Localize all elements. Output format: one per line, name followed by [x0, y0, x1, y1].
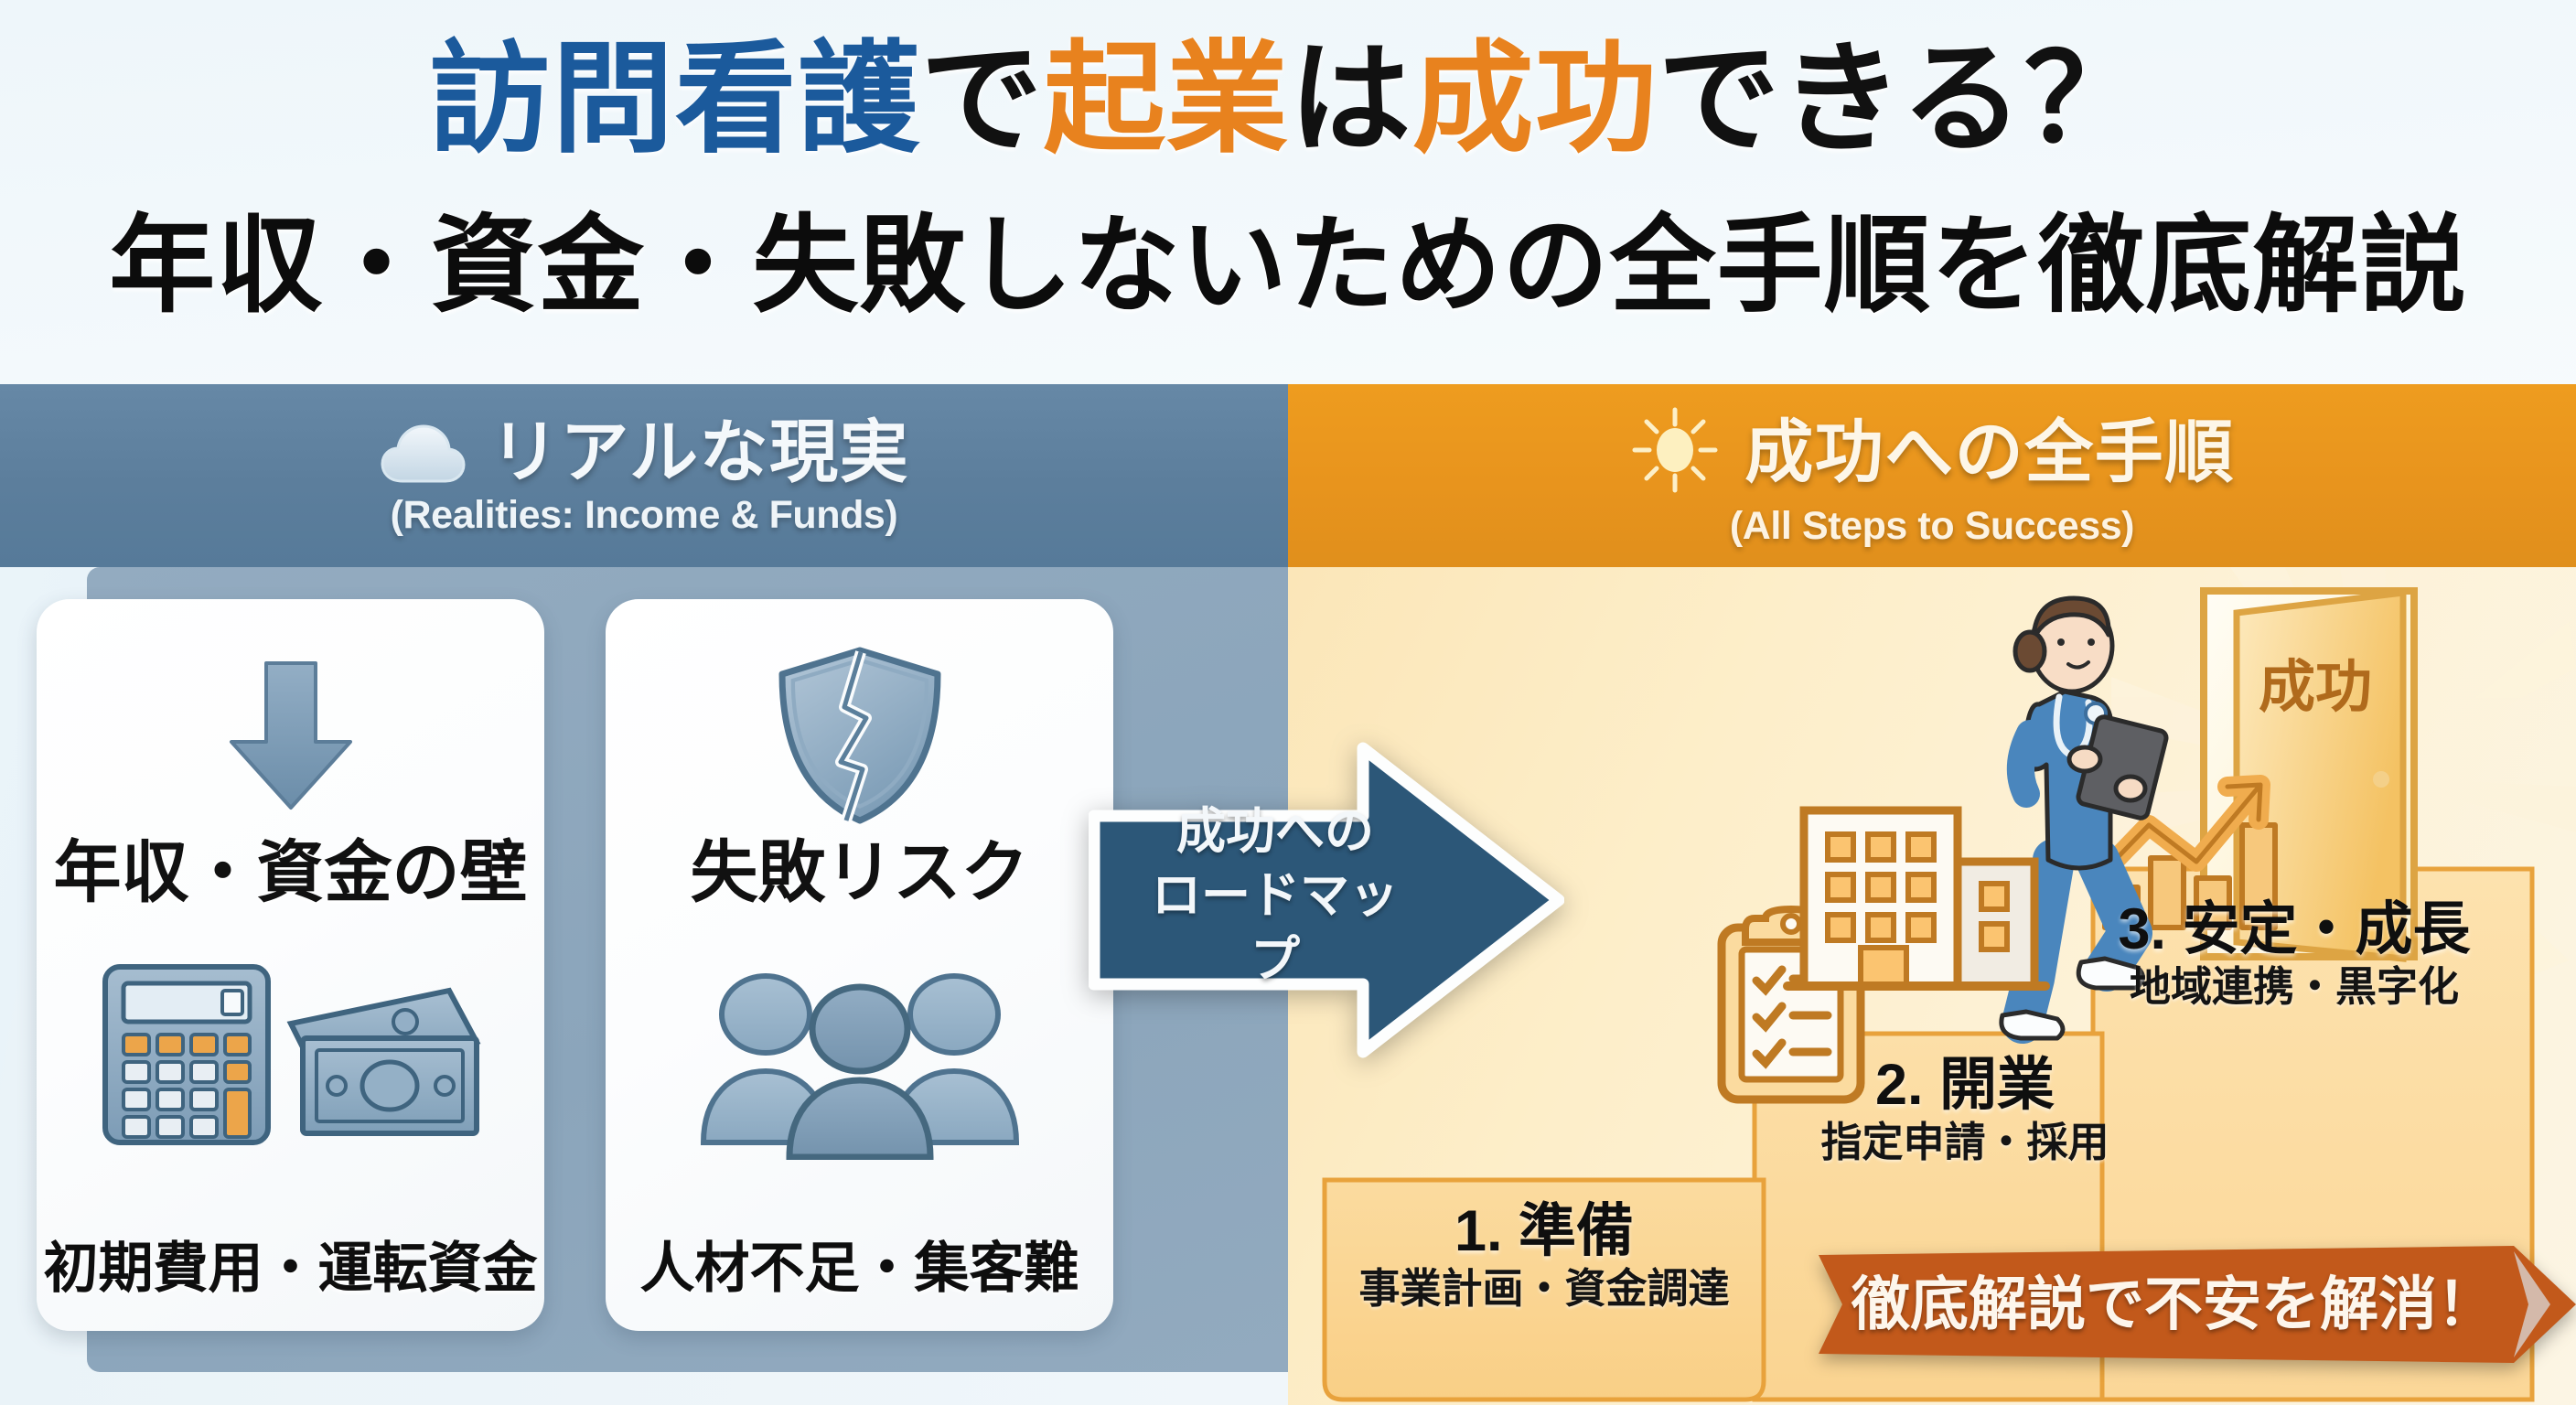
- nurse-with-tablet-icon: [1999, 595, 2169, 1044]
- people-group-icon: [606, 963, 1113, 1160]
- card-1-subtitle: 初期費用・運転資金: [43, 1238, 538, 1299]
- cta-banner-text: 徹底解説で不安を解消！: [1852, 1271, 2496, 1337]
- title-seg-seikou: 成功: [1411, 32, 1658, 167]
- title-seg-dekiru: できる？: [1658, 32, 2148, 167]
- step-2-main: 2. 開業: [1874, 1053, 2055, 1117]
- title-seg-wa: は: [1289, 32, 1412, 167]
- cta-banner[interactable]: 徹底解説で不安を解消！: [1819, 1246, 2576, 1363]
- right-panel-header: 成功への全手順 (All Steps to Success): [1288, 384, 2576, 567]
- card-2-subtitle: 人材不足・集客難: [639, 1238, 1079, 1299]
- calculator-money-icon: [37, 958, 544, 1150]
- roadmap-line-1: 成功への: [1176, 804, 1374, 859]
- title-seg-houmonkango: 訪問看護: [428, 32, 921, 167]
- left-panel-body: 年収・資金の壁: [0, 567, 1288, 1405]
- right-header-subtitle: (All Steps to Success): [1729, 503, 2135, 548]
- step-2-sub: 指定申請・採用: [1820, 1119, 2109, 1165]
- roadmap-line-2: ロードマップ: [1152, 868, 1399, 987]
- title-block: 訪問看護で起業は成功できる？ 年収・資金・失敗しないための全手順を徹底解説: [0, 0, 2576, 384]
- step-3-main: 3. 安定・成長: [2118, 897, 2471, 961]
- title-seg-de: で: [920, 32, 1044, 167]
- broken-shield-icon: [606, 641, 1113, 829]
- card-2-title: 失敗リスク: [690, 834, 1029, 910]
- growth-bar-chart-icon: [2098, 775, 2278, 930]
- reality-card-risk[interactable]: 失敗リスク: [606, 599, 1113, 1331]
- cloud-icon: [379, 415, 467, 489]
- down-arrow-icon: [37, 647, 544, 820]
- step-1-label: 1. 準備 事業計画・資金調達: [1306, 1198, 1782, 1314]
- title-seg-kigyou: 起業: [1043, 32, 1290, 167]
- sun-icon: [1629, 404, 1721, 500]
- left-panel-header: リアルな現実 (Realities: Income & Funds): [0, 384, 1288, 567]
- open-door-icon: 成功: [2200, 587, 2418, 962]
- step-1-sub: 事業計画・資金調達: [1358, 1265, 1730, 1312]
- title-line-2: 年収・資金・失敗しないための全手順を徹底解説: [109, 206, 2467, 325]
- right-header-title: 成功への全手順: [1744, 413, 2235, 490]
- reality-card-income[interactable]: 年収・資金の壁: [37, 599, 544, 1331]
- left-header-title: リアルな現実: [489, 413, 910, 490]
- office-building-icon: [1783, 806, 2050, 991]
- step-3-sub: 地域連携・黒字化: [2129, 963, 2459, 1010]
- left-header-subtitle: (Realities: Income & Funds): [390, 492, 898, 537]
- step-1-main: 1. 準備: [1454, 1199, 1635, 1263]
- roadmap-arrow: 成功への ロードマップ: [1089, 739, 1564, 1061]
- step-2-label: 2. 開業 指定申請・採用: [1773, 1052, 2157, 1167]
- door-success-label: 成功: [2259, 656, 2372, 719]
- roadmap-arrow-text: 成功への ロードマップ: [1129, 799, 1422, 992]
- card-1-title: 年収・資金の壁: [53, 834, 528, 910]
- step-3-label: 3. 安定・成長 地域連携・黒字化: [2066, 896, 2523, 1012]
- title-line-1: 訪問看護で起業は成功できる？: [0, 31, 2576, 168]
